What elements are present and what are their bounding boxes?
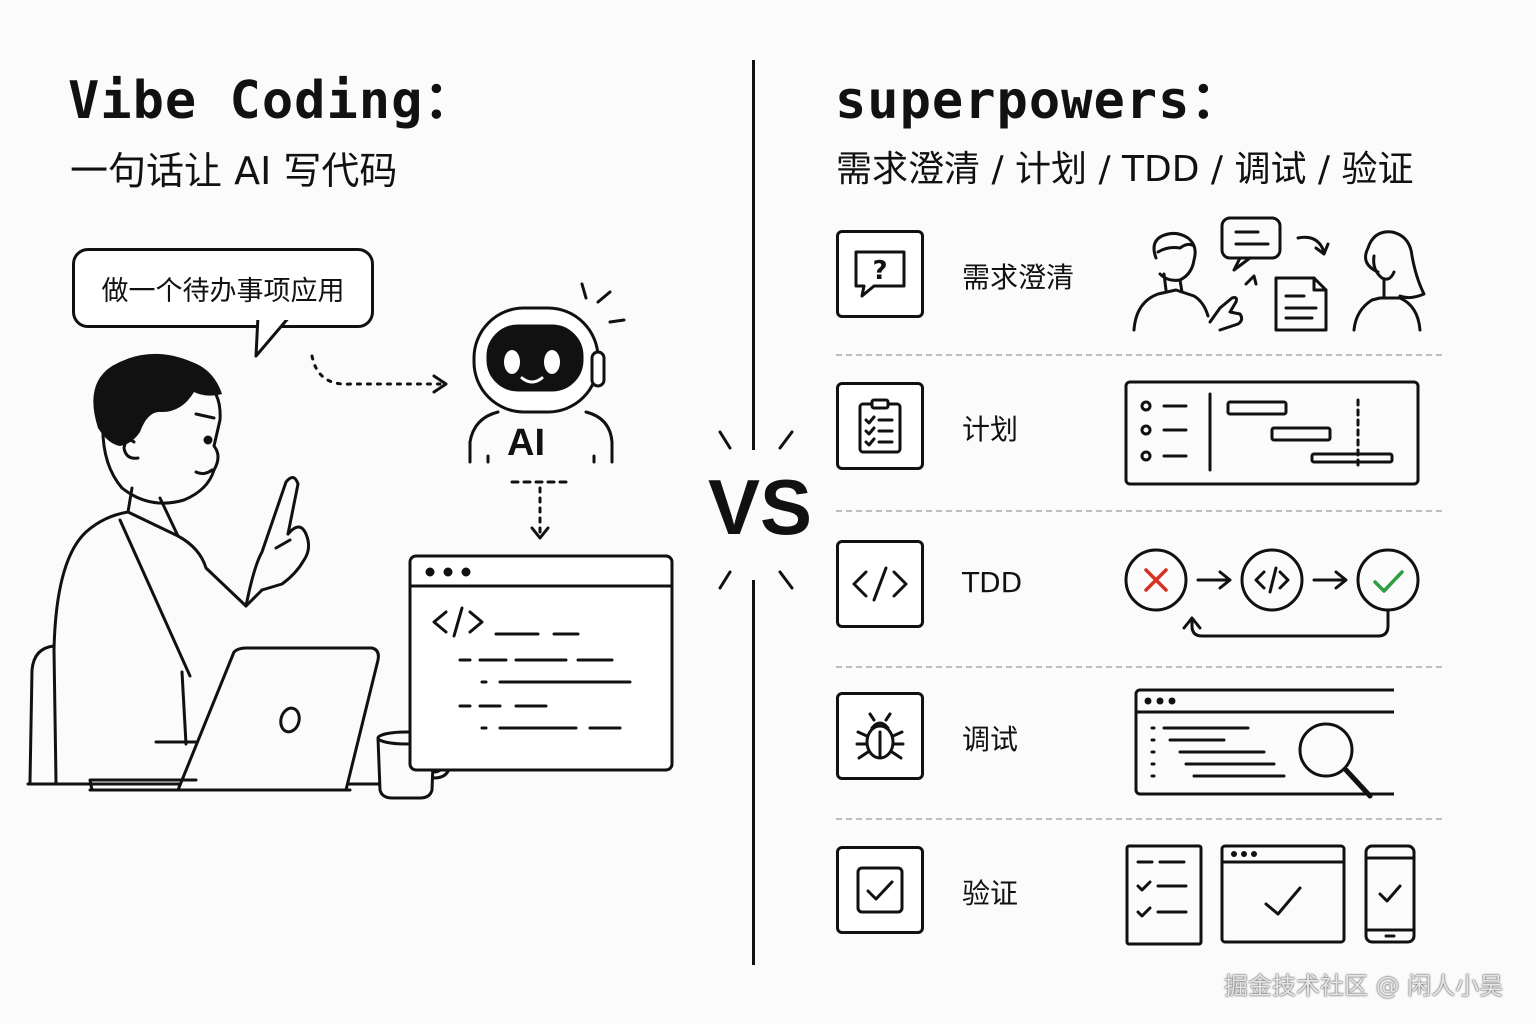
row-label-tdd: TDD (962, 566, 1023, 599)
clipboard-checklist-icon (836, 382, 924, 470)
row-label-verify: 验证 (962, 877, 1019, 910)
verification-devices-illustration (1125, 844, 1416, 946)
row-verify: 验证 (836, 846, 1442, 938)
right-subtitle: 需求澄清 / 计划 / TDD / 调试 / 验证 (836, 149, 1414, 190)
left-subtitle: 一句话让 AI 写代码 (70, 149, 398, 193)
vs-label: VS (708, 463, 813, 551)
gantt-plan-illustration (1124, 380, 1420, 486)
discussion-people-illustration (1132, 216, 1426, 332)
fail-x-icon (1144, 568, 1168, 592)
left-title: Vibe Coding： (68, 71, 477, 131)
speech-text: 做一个待办事项应用 (101, 275, 345, 307)
debug-window-illustration (1134, 688, 1394, 799)
row-requirements: ? 需求澄清 (836, 230, 1442, 322)
speech-bubble-tail (254, 320, 289, 358)
right-title: superpowers： (835, 71, 1244, 131)
speech-bubble: 做一个待办事项应用 (72, 248, 374, 328)
row-tdd: TDD (836, 540, 1442, 632)
robot-ai-label: AI (507, 422, 545, 464)
tdd-cycle-illustration (1124, 548, 1420, 638)
pass-check-icon (1373, 570, 1404, 593)
row-plan: 计划 (836, 382, 1442, 474)
row-label-plan: 计划 (962, 413, 1019, 446)
svg-text:?: ? (872, 256, 887, 286)
row-label-debug: 调试 (962, 723, 1019, 756)
vibe-coding-illustration (26, 282, 674, 800)
bug-icon (836, 692, 924, 780)
code-brackets-icon (836, 540, 924, 628)
row-label-requirements: 需求澄清 (962, 261, 1075, 294)
row-debug: 调试 (836, 692, 1442, 784)
checkbox-icon (836, 846, 924, 934)
vs-burst-lines (718, 430, 794, 590)
watermark: 掘金技术社区 @ 闲人小吴 (1224, 972, 1504, 1000)
question-bubble-icon: ? (836, 230, 924, 318)
